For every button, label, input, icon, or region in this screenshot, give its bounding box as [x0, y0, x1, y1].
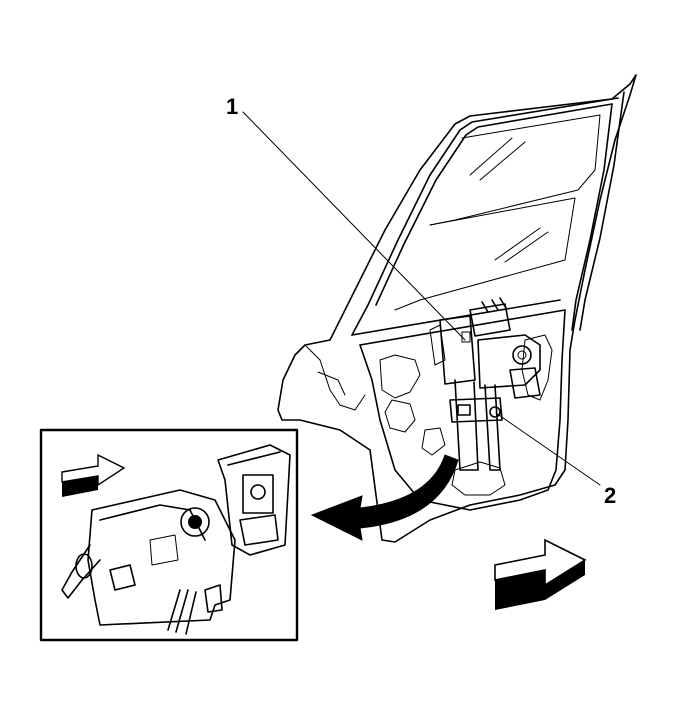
curved-arrow-icon [310, 454, 459, 541]
forward-arrow-icon [494, 538, 587, 610]
window-regulator [429, 297, 541, 471]
callout-2-label: 2 [604, 483, 616, 508]
callout-1-label: 1 [226, 94, 238, 119]
door-assembly [277, 74, 637, 543]
detail-inset [39, 428, 299, 642]
callout-1: 1 [226, 94, 466, 341]
forward-arrow-icon [61, 453, 126, 497]
callout-2: 2 [495, 412, 616, 508]
